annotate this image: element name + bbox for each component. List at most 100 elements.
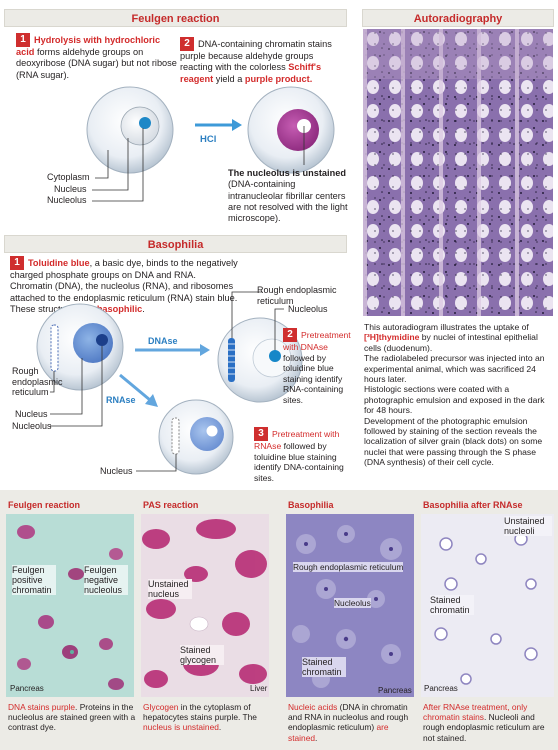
step-number: 1 (16, 33, 30, 47)
dnase-highlight: Pretreatment with DNAse (283, 330, 351, 352)
photo2-label-nucleus: Unstained nucleus (148, 579, 192, 599)
rnase-arrow-head (145, 394, 158, 407)
basophilia-step1-end: . (142, 303, 145, 314)
photo2-caption-end: . (218, 722, 222, 733)
thymidine-highlight: [³H]thymidine (364, 332, 420, 343)
photo2-svg (141, 514, 269, 697)
feulgen-step1-text: forms aldehyde groups on deoxyribose (DN… (16, 47, 177, 80)
photo4-label-chromatin: Stained chromatin (430, 595, 474, 615)
rough-er-stained (228, 338, 235, 382)
label-nucleolus-top: Nucleolus (288, 304, 328, 314)
photo1-caption-text: . Proteins in the nucleolus are stained … (8, 702, 136, 733)
label-nucleus-left: Nucleus (15, 409, 48, 419)
photo4-caption-red: After RNAse treatment, only chromatin st… (423, 702, 528, 723)
autoradiogram-image (363, 29, 553, 316)
autoradiography-text: This autoradiogram illustrates the uptak… (364, 322, 554, 468)
leader-line (92, 128, 144, 202)
photo3-caption-red: Nucleic acids (288, 702, 338, 712)
leader-line (274, 308, 284, 350)
photo4-caption-text: . Nucleoli and rough endoplasmic reticul… (423, 712, 545, 743)
photo1-svg (6, 514, 134, 697)
label-rer-left: Rough endoplasmic reticulum (12, 366, 72, 398)
photo4-label-nucleoli: Unstained nucleoli (504, 516, 552, 536)
rough-er-stripes (228, 343, 235, 375)
label-rer-left-text: Rough endoplasmic reticulum (12, 366, 63, 397)
autoradiography-p4: Development of the photographic emulsion… (364, 415, 543, 468)
autoradiography-p1-a: This autoradiogram illustrates the uptak… (364, 322, 529, 332)
basophilia-header: Basophilia (4, 235, 347, 253)
cell-nucleus (73, 323, 113, 363)
leader-line (95, 150, 109, 179)
rnase-label: RNAse (106, 395, 136, 405)
photo3-title: Basophilia (288, 500, 334, 510)
photo2-label-glycogen-text: Stained glycogen (180, 645, 217, 665)
feulgen-unstained-text: (DNA-containing intranucleolar fibrillar… (228, 179, 348, 224)
photo3-label-chromatin-text: Stained chromatin (302, 657, 342, 677)
photo3-corner: Pancreas (378, 686, 412, 695)
photo1-title: Feulgen reaction (8, 500, 81, 510)
rnase-highlight: Pretreatment with RNAse (254, 429, 340, 451)
label-nucleus: Nucleus (54, 184, 87, 194)
photo3-caption-red2: are stained (288, 722, 389, 743)
photo3-label-rer: Rough endoplasmic reticulum (293, 562, 404, 572)
leader-line (50, 371, 55, 393)
feulgen-step2-text-b: yield a (213, 73, 245, 84)
basophilia-title: Basophilia (147, 239, 204, 251)
photo3-label-nucleolus: Nucleolus (334, 598, 371, 608)
photo4-corner: Pancreas (424, 684, 458, 693)
label-rer-top: Rough endoplasmic reticulum (257, 285, 347, 307)
photo3-caption-end: . (315, 732, 318, 743)
photo3-caption-text: (DNA in chromatin and RNA in nucleolus a… (288, 702, 409, 733)
feulgen-step2-highlight-a: Schiff's reagent (180, 62, 322, 84)
autoradiography-p3: Histologic sections were coated with a p… (364, 384, 545, 416)
basophilia-diagram (36, 291, 303, 475)
step-number: 2 (283, 328, 297, 342)
leader-line (92, 138, 129, 191)
photo2-corner: Liver (250, 684, 268, 693)
autoradiogram-micrograph (363, 29, 553, 316)
basophilia-step1-text: , a basic dye, binds to the negatively c… (10, 258, 238, 314)
rnase-arrow (119, 373, 151, 402)
autoradiography-p2: The radiolabeled precursor was injected … (364, 353, 545, 385)
photo2-title: PAS reaction (143, 500, 199, 510)
dnase-arrow-head (200, 344, 210, 356)
photo4-label-nucleoli-text: Unstained nucleoli (504, 516, 545, 536)
feulgen-unstained-bold: The nucleolus is unstained (228, 168, 346, 178)
autoradiography-p1-b: by nuclei of intestinal epithelial cells… (364, 332, 538, 353)
hcl-label: HCl (200, 134, 217, 145)
cell-nucleolus-stained (269, 350, 281, 362)
photo2-caption-red2: nucleus is unstained (143, 722, 219, 733)
photo4-caption: After RNAse treatment, only chromatin st… (423, 702, 554, 743)
photo4-title: Basophilia after RNAse (423, 500, 523, 510)
leader-line (50, 346, 103, 427)
basophilic-highlight: basophilic (96, 303, 143, 314)
autoradiography-header: Autoradiography (362, 9, 554, 27)
feulgen-step2-text-a: DNA-containing chromatin stains purple b… (180, 39, 332, 73)
feulgen-unstained-note: The nucleolus is unstained (DNA-containi… (228, 168, 348, 224)
cell-nucleolus (96, 334, 108, 346)
dnase-label: DNAse (148, 336, 178, 346)
photo1-label-positive-text: Feulgen positive chromatin (12, 565, 52, 595)
photo1-caption: DNA stains purple. Proteins in the nucle… (8, 702, 136, 733)
photo1-label-negative-text: Feulgen negative nucleolus (84, 565, 123, 595)
photo1-corner: Pancreas (10, 684, 44, 693)
cell-nucleus-stained (277, 109, 319, 151)
cell-nucleus-stained (190, 417, 224, 451)
leader-line (136, 454, 177, 472)
label-nucleolus: Nucleolus (47, 195, 87, 205)
label-nucleolus-left: Nucleolus (12, 421, 52, 431)
feulgen-step2-highlight-b: purple product. (244, 73, 313, 84)
feulgen-title: Feulgen reaction (131, 13, 220, 25)
photo1-caption-red: DNA stains purple (8, 702, 76, 712)
toluidine-highlight: Toluidine blue (28, 258, 90, 268)
basophilia-step3-text: followed by toluidine blue staining iden… (254, 441, 344, 483)
photo4-label-chromatin-text: Stained chromatin (430, 595, 470, 615)
basophilia-step2-text: followed by toluidine blue staining iden… (283, 352, 344, 405)
cell-nucleolus (139, 117, 151, 129)
photo2-caption-red: Glycogen (143, 702, 179, 712)
